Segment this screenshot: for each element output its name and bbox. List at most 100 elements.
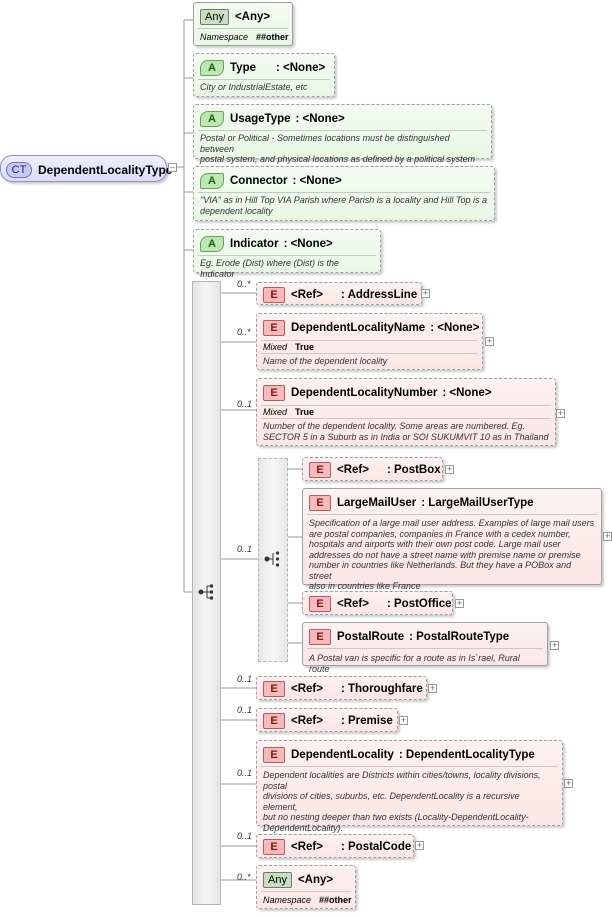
cardinality-label: 0..* xyxy=(237,872,251,882)
expand-icon[interactable]: + xyxy=(603,531,612,541)
element-badge: E xyxy=(263,319,285,336)
element-badge: E xyxy=(309,494,331,511)
expand-icon[interactable]: + xyxy=(421,288,430,298)
attribute-type: : <None> xyxy=(283,237,333,250)
element-name: : AddressLine xyxy=(340,288,418,301)
element-badge: E xyxy=(263,680,285,697)
element-badge: E xyxy=(309,595,331,612)
element-thoroughfare-node[interactable]: E <Ref> : Thoroughfare xyxy=(256,676,427,700)
complex-type-node[interactable]: CT DependentLocalityType xyxy=(0,155,172,182)
attribute-badge: A xyxy=(200,172,224,189)
ref-label: <Ref> xyxy=(291,682,323,695)
expand-icon[interactable]: + xyxy=(428,683,437,693)
any-attribute-node[interactable]: Any<Any> Namespace##other xyxy=(193,2,293,46)
ref-label: <Ref> xyxy=(291,288,323,301)
element-postbox-node[interactable]: E<Ref>: PostBox xyxy=(302,457,443,481)
any-badge: Any xyxy=(200,8,229,25)
element-name: : Thoroughfare xyxy=(340,682,423,695)
element-doc: Name of the dependent locality xyxy=(263,356,388,366)
namespace-value: ##other xyxy=(319,895,352,905)
element-name: DependentLocalityNumber xyxy=(291,386,438,399)
expand-icon[interactable]: + xyxy=(415,840,424,850)
attribute-name: Indicator xyxy=(230,237,279,250)
element-name: : Premise xyxy=(340,714,393,727)
namespace-label: Namespace xyxy=(263,895,312,905)
attribute-doc: City or IndustrialEstate, etc xyxy=(200,82,308,92)
element-doc-line: postal xyxy=(263,780,288,791)
attribute-type: : <None> xyxy=(276,61,326,74)
attribute-doc-line: postal system, and physical locations as… xyxy=(200,154,476,164)
element-name: LargeMailUser xyxy=(337,496,417,509)
expand-icon[interactable]: + xyxy=(556,408,565,418)
element-name: : PostBox xyxy=(386,463,441,476)
element-type: : <None> xyxy=(430,321,480,334)
element-dependentlocalitynumber-node[interactable]: E DependentLocalityNumber : <None> Mixed Tr… xyxy=(256,378,556,446)
element-postoffice-node[interactable]: E<Ref>: PostOffice xyxy=(302,591,453,615)
element-type: : PostalRouteType xyxy=(409,630,510,643)
complex-type-name: DependentLocalityType xyxy=(38,162,173,177)
element-badge: E xyxy=(263,838,285,855)
attribute-doc: Eg. Erode (Dist) where (Dist) is the Ind… xyxy=(200,258,340,279)
element-badge: E xyxy=(263,712,285,729)
cardinality-label: 0..1 xyxy=(237,674,253,684)
element-doc-line: also in countries like France xyxy=(309,581,421,591)
element-doc-line: are postal companies, companies in Franc… xyxy=(309,528,571,539)
cardinality-label: 0..* xyxy=(237,327,251,337)
expand-icon[interactable]: + xyxy=(399,715,408,725)
element-name: : PostalCode xyxy=(340,840,412,853)
cardinality-label: 0..1 xyxy=(237,544,253,554)
element-addressline-node[interactable]: E <Ref> : AddressLine xyxy=(256,282,422,305)
ref-label: <Ref> xyxy=(291,714,323,727)
mixed-value: True xyxy=(295,407,315,417)
attribute-doc-line: Postal or Political - Sometimes location… xyxy=(200,133,450,154)
element-badge: E xyxy=(309,628,331,645)
attribute-name: UsageType xyxy=(230,112,291,125)
cardinality-label: 0..* xyxy=(237,279,251,289)
choice-compositor[interactable] xyxy=(258,458,288,662)
element-doc-line: addresses do not have a street name with… xyxy=(309,549,581,560)
complex-type-badge: CT xyxy=(6,161,32,178)
element-name: : PostOffice xyxy=(386,597,452,610)
element-largemailuser-node[interactable]: E LargeMailUser : LargeMailUserType Specif… xyxy=(302,488,602,591)
attribute-doc-line: dependent locality xyxy=(200,205,273,216)
expand-icon[interactable]: – xyxy=(168,162,177,172)
attribute-badge: A xyxy=(200,235,224,252)
sequence-compositor[interactable] xyxy=(192,281,221,905)
expand-icon[interactable]: + xyxy=(564,778,573,788)
element-doc-line: hospitals and airports with their own po… xyxy=(309,539,561,549)
element-badge: E xyxy=(263,286,285,303)
attribute-type: : <None> xyxy=(292,174,342,187)
element-postalcode-node[interactable]: E<Ref>: PostalCode xyxy=(256,834,414,858)
element-doc-line: but no nesting deeper than two exists (L… xyxy=(263,812,529,822)
attribute-badge: A xyxy=(200,110,224,127)
element-badge: E xyxy=(263,384,285,401)
element-doc-line: DependentLocality). xyxy=(263,822,344,833)
cardinality-label: 0..1 xyxy=(237,399,253,409)
mixed-value: True xyxy=(295,342,315,352)
element-doc-line: Specification of a large mail user addre… xyxy=(309,518,595,528)
choice-icon xyxy=(264,551,280,567)
any-title: <Any> xyxy=(234,10,271,23)
element-type: : LargeMailUserType xyxy=(421,496,534,509)
attribute-doc-line: "VIA" as in Hill Top VIA Parish where Pa… xyxy=(200,195,488,205)
ref-label: <Ref> xyxy=(337,463,369,476)
element-premise-node[interactable]: E <Ref> : Premise xyxy=(256,708,398,732)
element-type: : <None> xyxy=(442,386,492,399)
expand-icon[interactable]: + xyxy=(445,464,454,474)
element-type: : DependentLocalityType xyxy=(398,748,535,761)
mixed-label: Mixed xyxy=(263,407,288,417)
expand-icon[interactable]: + xyxy=(455,598,464,608)
attribute-indicator-node[interactable]: A Indicator : <None> Eg. Erode (Dist) wher… xyxy=(193,229,381,279)
cardinality-label: 0..1 xyxy=(237,705,253,715)
expand-icon[interactable]: + xyxy=(485,336,494,346)
expand-icon[interactable]: + xyxy=(550,640,559,650)
any-element-node[interactable]: Any<Any> Namespace##other xyxy=(256,865,356,909)
cardinality-label: 0..1 xyxy=(237,768,253,778)
